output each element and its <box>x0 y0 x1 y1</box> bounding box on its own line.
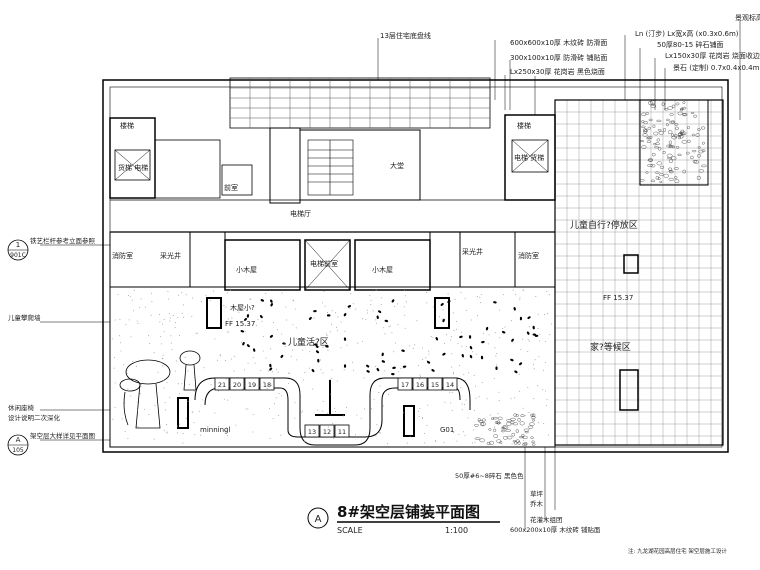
left-core <box>109 117 253 199</box>
lane-number: 13 <box>308 428 316 436</box>
section-ref-a-num: A <box>16 436 21 444</box>
lane-box: 20 <box>229 377 245 391</box>
label-elevator-left: 货梯 电梯 <box>118 163 148 172</box>
label-kids-bike: 儿童自行?停放区 <box>570 219 638 231</box>
paving-speckle <box>111 289 552 445</box>
label-lift-mid: 电梯前室 <box>310 259 338 268</box>
lane-box: 13 <box>304 424 320 438</box>
label-family-zone: 家?等候区 <box>590 341 631 353</box>
lane-number: 16 <box>416 381 424 389</box>
lane-number: 11 <box>338 428 346 436</box>
callout-top-2: 300x100x10厚 防滑砖 铺贴面 <box>510 53 607 62</box>
label-hall-top: 大堂 <box>390 161 404 170</box>
lane-number: 18 <box>263 381 271 389</box>
label-minnie: minningl <box>200 426 230 434</box>
callout-top-7: 景石 (定制) 0.7x0.4x0.4m <box>673 63 760 72</box>
label-stair-right: 楼梯 <box>517 121 531 130</box>
lane-box: 14 <box>442 377 458 391</box>
callout-top-6: Lx150x30厚 花岗岩 烧面收边 <box>665 51 760 60</box>
label-cabin-left: 小木屋 <box>236 265 257 274</box>
lane-number: 14 <box>446 381 454 389</box>
lane-number: 19 <box>248 381 256 389</box>
label-wood-cabin-note: 木屋小? <box>230 303 255 312</box>
lane-number: 17 <box>401 381 409 389</box>
callout-top-4: Ln (汀步) Lx宽x高 (x0.3x0.6m) <box>635 29 739 38</box>
top-callouts: 13层住宅底盘线 600x600x10厚 木纹砖 防滑面 300x100x10厚… <box>380 13 760 76</box>
lane-box: 18 <box>259 377 275 391</box>
activity-area <box>109 286 556 448</box>
lane-box: 16 <box>412 377 428 391</box>
section-ref-1-num: 1 <box>16 241 20 249</box>
label-room-small: 前室 <box>224 183 238 192</box>
footprint-pattern <box>240 299 539 376</box>
callout-left-3: 设计说明二次深化 <box>8 413 61 422</box>
left-callouts: 铁艺栏杆参考立面参照 儿童攀爬墙 休闲座椅 设计说明二次深化 架空层大样详见平面… <box>8 236 96 440</box>
label-elevator-right: 电梯 货梯 <box>514 153 544 162</box>
label-elev-right: FF 15.37 <box>603 294 633 302</box>
central-stair <box>307 139 354 196</box>
scale-label: SCALE <box>337 526 363 535</box>
lane-number: 21 <box>218 381 226 389</box>
label-kids-play: 儿童活?区 <box>288 336 329 348</box>
section-ref-1-sheet: 901C <box>10 252 26 259</box>
scale-value: 1:100 <box>445 526 468 535</box>
callout-top-3: Lx250x30厚 花岗岩 黑色烧面 <box>510 67 605 76</box>
lane-box: 17 <box>397 377 413 391</box>
callout-top-1: 600x600x10厚 木纹砖 防滑面 <box>510 38 607 47</box>
section-ref-a-sheet: 105 <box>12 447 24 454</box>
label-code-right: G01 <box>440 426 454 434</box>
label-stair-left: 楼梯 <box>120 121 134 130</box>
t-sculpture <box>315 380 345 416</box>
top-terrace <box>229 77 491 204</box>
label-cabin-right: 小木屋 <box>372 265 393 274</box>
callout-bottom-3: 花灌木组团 <box>530 515 563 524</box>
callout-left-1: 儿童攀爬墙 <box>8 313 41 322</box>
callout-bottom-4: 600x200x10厚 木纹砖 铺贴面 <box>510 525 601 534</box>
drawing-title-block: A 8#架空层铺装平面图 SCALE 1:100 <box>307 503 500 535</box>
section-ref-1[interactable]: 1 901C <box>7 239 29 261</box>
lane-box: 21 <box>214 377 230 391</box>
callout-left-2: 休闲座椅 <box>8 403 35 412</box>
label-light-well: 采光井 <box>160 251 181 260</box>
lane-number: 15 <box>431 381 439 389</box>
footer-note: 注: 九龙湖花园高层住宅 架空层施工设计 <box>628 547 727 555</box>
lane-box: 12 <box>319 424 335 438</box>
label-elev-left: FF 15.37 <box>225 320 255 328</box>
label-fire-left: 消防室 <box>112 251 133 260</box>
leader-lines <box>40 20 741 530</box>
drawing-title: 8#架空层铺装平面图 <box>337 503 480 521</box>
room-labels: 楼梯 货梯 电梯 大堂 电梯厅 前室 小木屋 小木屋 采光井 消防室 楼梯 电梯… <box>112 121 638 434</box>
label-corridor: 电梯厅 <box>290 209 311 218</box>
callout-top-0: 13层住宅底盘线 <box>380 31 431 40</box>
bottom-callouts: 50厚#6~8碎石 黑色色 草坪 乔木 花灌木组团 600x200x10厚 木纹… <box>455 471 601 534</box>
lane-box: 19 <box>244 377 260 391</box>
lane-number: 12 <box>323 428 331 436</box>
lane-number-boxes: 21 20 19 18 17 16 15 14 13 12 11 <box>214 377 458 438</box>
label-fire-right: 消防室 <box>518 251 539 260</box>
section-ref-a[interactable]: A 105 <box>7 434 29 456</box>
callout-bottom-0: 50厚#6~8碎石 黑色色 <box>455 471 524 480</box>
callout-top-8: 景观标高 <box>735 13 760 22</box>
lane-number: 20 <box>233 381 241 389</box>
gravel-patch <box>474 100 707 446</box>
lane-box: 15 <box>427 377 443 391</box>
title-marker: A <box>315 514 322 525</box>
callout-bottom-1: 草坪 <box>530 489 544 498</box>
callout-bottom-2: 乔木 <box>530 499 544 508</box>
tile-grid-right <box>554 99 724 445</box>
callout-left-0: 铁艺栏杆参考立面参照 <box>30 236 96 245</box>
label-shaft-right: 采光井 <box>462 247 483 256</box>
mushroom-feature <box>119 350 201 429</box>
callout-left-4: 架空层大样详见平面图 <box>30 431 95 440</box>
corridor <box>110 199 555 233</box>
lane-box: 11 <box>334 424 350 438</box>
callout-top-5: 50厚80-15 碎石铺面 <box>657 40 723 49</box>
